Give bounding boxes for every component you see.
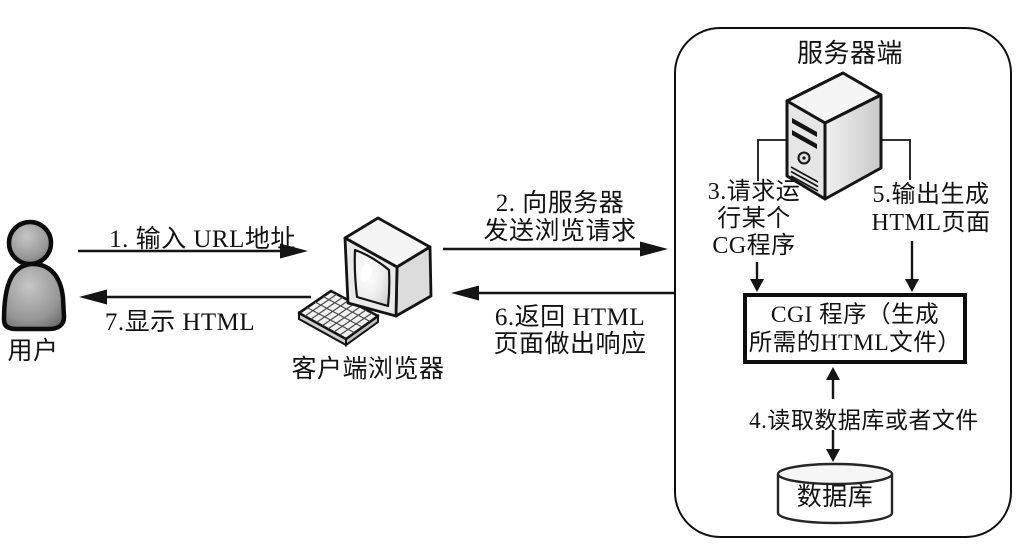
step6-label: 6.返回 HTML 页面做出响应	[486, 304, 654, 358]
step3-label: 3.请求运 行某个 CG程序	[698, 179, 810, 260]
server-tower-icon	[785, 71, 883, 201]
step4-down-arrow	[826, 430, 840, 462]
server-panel-title: 服务器端	[796, 39, 903, 68]
cgi-box-line1: CGI 程序（生成	[770, 301, 940, 328]
person-icon	[1, 219, 67, 332]
step3-line1: 3.请求运	[707, 179, 801, 205]
step3-line3: CG程序	[712, 233, 796, 259]
step2-line2: 发送浏览请求	[483, 218, 637, 245]
database-label: 数据库	[796, 484, 874, 511]
step7-arrow	[79, 289, 311, 305]
step4-up-arrow	[826, 367, 840, 399]
step1-label: 1. 输入 URL地址	[109, 226, 296, 253]
server-bracket-lines	[757, 139, 911, 181]
cgi-program-box: CGI 程序（生成 所需的HTML文件）	[743, 293, 967, 364]
step7-label: 7.显示 HTML	[104, 309, 256, 336]
step4-label: 4.读取数据库或者文件	[749, 408, 979, 433]
step2-arrow	[443, 241, 668, 257]
step6-arrow	[451, 285, 674, 301]
step1-arrow	[78, 243, 308, 259]
desktop-computer-icon	[297, 216, 433, 347]
step5-line2: HTML页面	[871, 210, 991, 236]
step6-line1: 6.返回 HTML	[494, 304, 646, 331]
database-cylinder-icon	[776, 462, 894, 525]
step5-label: 5.输出生成 HTML页面	[866, 181, 996, 237]
step5-arrow	[905, 241, 919, 292]
cgi-box-line2: 所需的HTML文件）	[748, 329, 962, 356]
client-label: 客户端浏览器	[291, 356, 445, 383]
step5-line1: 5.输出生成	[872, 182, 990, 208]
step3-arrow	[750, 262, 764, 292]
step3-line2: 行某个	[717, 206, 791, 232]
step2-line1: 2. 向服务器	[495, 190, 625, 217]
step6-line2: 页面做出响应	[493, 331, 647, 358]
step2-label: 2. 向服务器 发送浏览请求	[468, 190, 652, 246]
user-label: 用户	[7, 338, 59, 365]
